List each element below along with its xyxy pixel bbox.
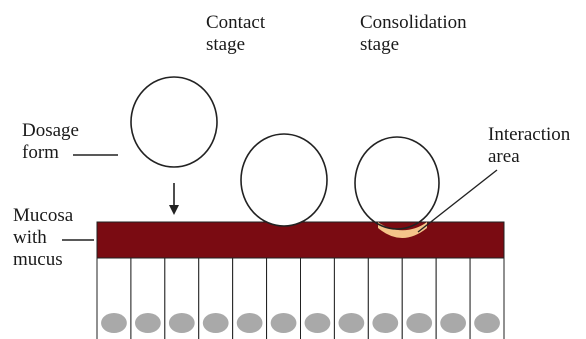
interaction-area-label: Interaction area xyxy=(488,124,571,167)
cell-nucleus xyxy=(304,313,331,333)
consolidation-stage-circle xyxy=(354,136,440,230)
cell-nucleus xyxy=(134,313,161,333)
cell-nucleus xyxy=(440,313,467,333)
cell-nucleus xyxy=(101,313,127,333)
mucosa-label: Mucosa with mucus xyxy=(13,205,74,270)
cell-nucleus xyxy=(474,313,500,333)
cell-nucleus xyxy=(338,313,365,333)
cell-nucleus xyxy=(236,313,263,333)
epithelial-cells xyxy=(96,257,505,339)
contact-stage-label: Contact stage xyxy=(206,12,266,55)
cell-nucleus xyxy=(202,313,229,333)
cell-nucleus xyxy=(168,313,195,333)
dosage-form-label: Dosage form xyxy=(22,120,79,163)
cell-nucleus xyxy=(372,313,399,333)
arrow-down-icon xyxy=(169,205,179,215)
contact-stage-circle xyxy=(240,133,328,227)
cell-nucleus xyxy=(270,313,297,333)
interaction-area-leader xyxy=(417,169,498,233)
dosage-form-circle xyxy=(130,76,218,168)
cell-nucleus xyxy=(406,313,433,333)
consolidation-stage-label: Consolidation stage xyxy=(360,12,467,55)
mucus-layer xyxy=(96,221,505,259)
interaction-area xyxy=(378,222,427,238)
